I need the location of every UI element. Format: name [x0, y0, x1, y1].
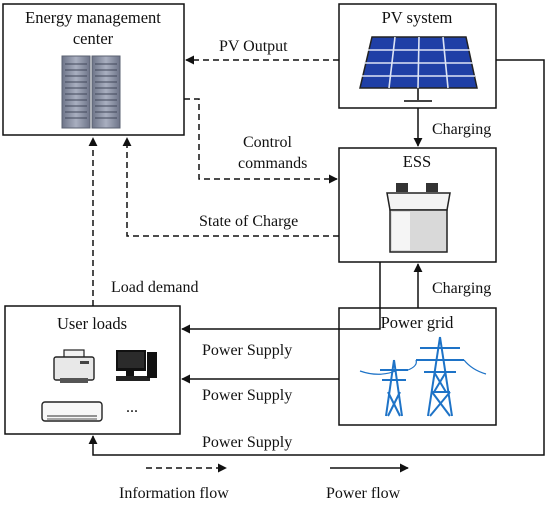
load-demand-label: Load demand	[111, 279, 199, 296]
power-flow-arrows	[88, 59, 545, 456]
emc-title-line1: Energy management	[25, 8, 161, 27]
state-of-charge-arrow	[122, 137, 339, 237]
state-of-charge-label: State of Charge	[199, 213, 298, 230]
information-flow-arrows	[88, 55, 339, 306]
control-commands-label-line2: commands	[238, 155, 307, 172]
server-rack-icon	[61, 55, 121, 129]
pv-output-label: PV Output	[219, 38, 288, 55]
air-conditioner-icon	[41, 401, 103, 422]
ess-title: ESS	[403, 152, 431, 171]
control-commands-arrow	[184, 98, 338, 184]
user-loads-title: User loads	[57, 314, 127, 333]
desktop-computer-icon	[116, 350, 157, 381]
pv-title: PV system	[382, 8, 453, 27]
grid-supply-label: Power Supply	[202, 387, 292, 404]
more-loads-ellipsis: ...	[126, 399, 138, 416]
emc-title-line2: center	[73, 29, 114, 48]
pv-supply-label: Power Supply	[202, 434, 292, 451]
ess-supply-arrow	[181, 262, 381, 334]
printer-icon	[53, 349, 95, 383]
transmission-tower-icon	[359, 336, 487, 417]
legend-power-label: Power flow	[326, 485, 401, 502]
pv-charging-label: Charging	[432, 121, 491, 138]
ess-supply-label: Power Supply	[202, 342, 292, 359]
legend: Information flow Power flow	[119, 463, 409, 502]
pv-supply-arrow	[88, 59, 545, 456]
grid-charging-label: Charging	[432, 280, 491, 297]
control-commands-label-line1: Control	[243, 134, 292, 151]
legend-information-label: Information flow	[119, 485, 229, 502]
battery-icon	[386, 183, 451, 253]
power-grid-title: Power grid	[381, 313, 455, 332]
solar-panel-icon	[359, 36, 478, 102]
